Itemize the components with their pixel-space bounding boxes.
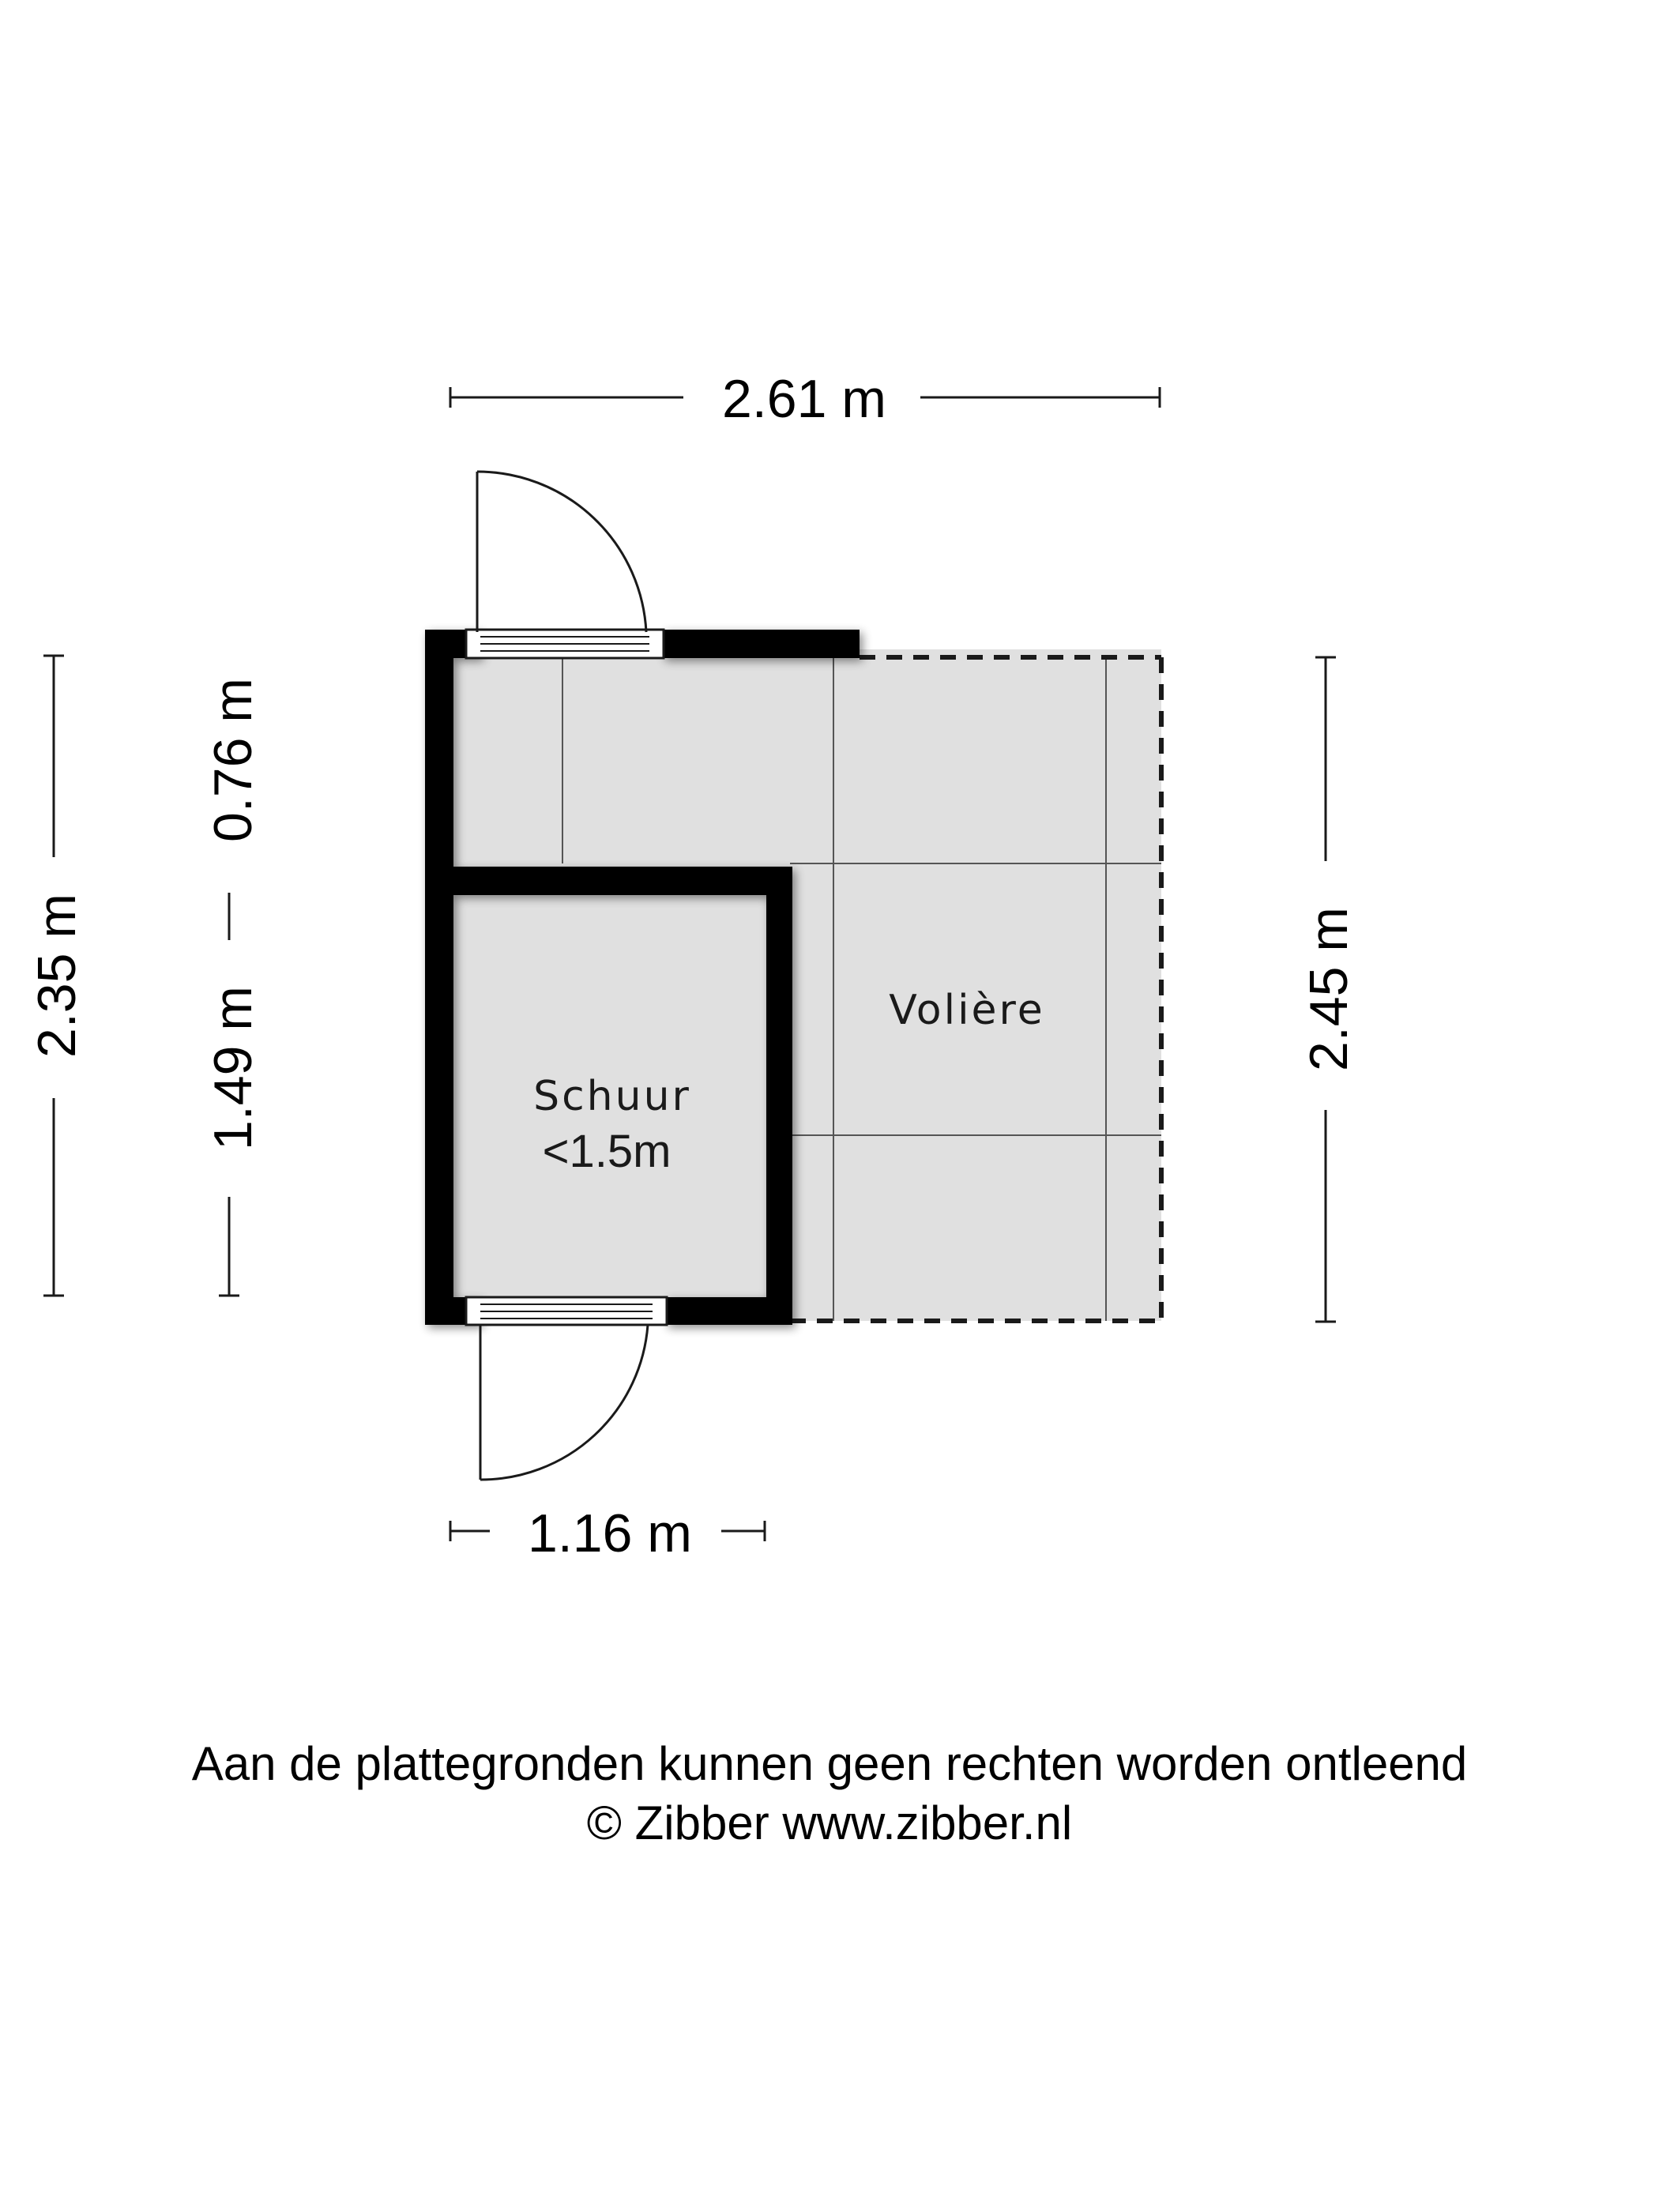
disclaimer-text: Aan de plattegronden kunnen geen rechten… (191, 1737, 1468, 1790)
dimension-left-outer (43, 654, 64, 1297)
dimension-left-outer-label: 2.35 m (27, 893, 87, 1058)
room-schuur-name: Schuur (533, 1073, 691, 1120)
floor-area (438, 649, 1161, 1321)
dimension-top-label: 2.61 m (722, 369, 886, 429)
dimension-bottom (449, 1521, 766, 1541)
top-door (465, 470, 665, 660)
room-labels: Schuur <1.5m Volière (533, 987, 1044, 1177)
dimension-right-label: 2.45 m (1299, 907, 1359, 1071)
copyright-text: © Zibber www.zibber.nl (586, 1796, 1073, 1849)
dimension-left-upper-label: 0.76 m (203, 678, 263, 842)
dimension-right (1315, 656, 1336, 1323)
dimension-left-inner (219, 893, 239, 1297)
dimension-bottom-label: 1.16 m (528, 1503, 692, 1563)
floor-grid (562, 657, 1161, 1321)
room-schuur-note: <1.5m (543, 1126, 672, 1177)
footer: Aan de plattegronden kunnen geen rechten… (0, 1734, 1659, 1853)
room-voliere-name: Volière (889, 987, 1044, 1034)
bottom-door (465, 1296, 668, 1481)
walls (425, 630, 860, 1325)
dimension-top (449, 387, 1161, 408)
dimension-left-lower-label: 1.49 m (203, 986, 263, 1150)
aviary-open-edges (790, 655, 1164, 1323)
